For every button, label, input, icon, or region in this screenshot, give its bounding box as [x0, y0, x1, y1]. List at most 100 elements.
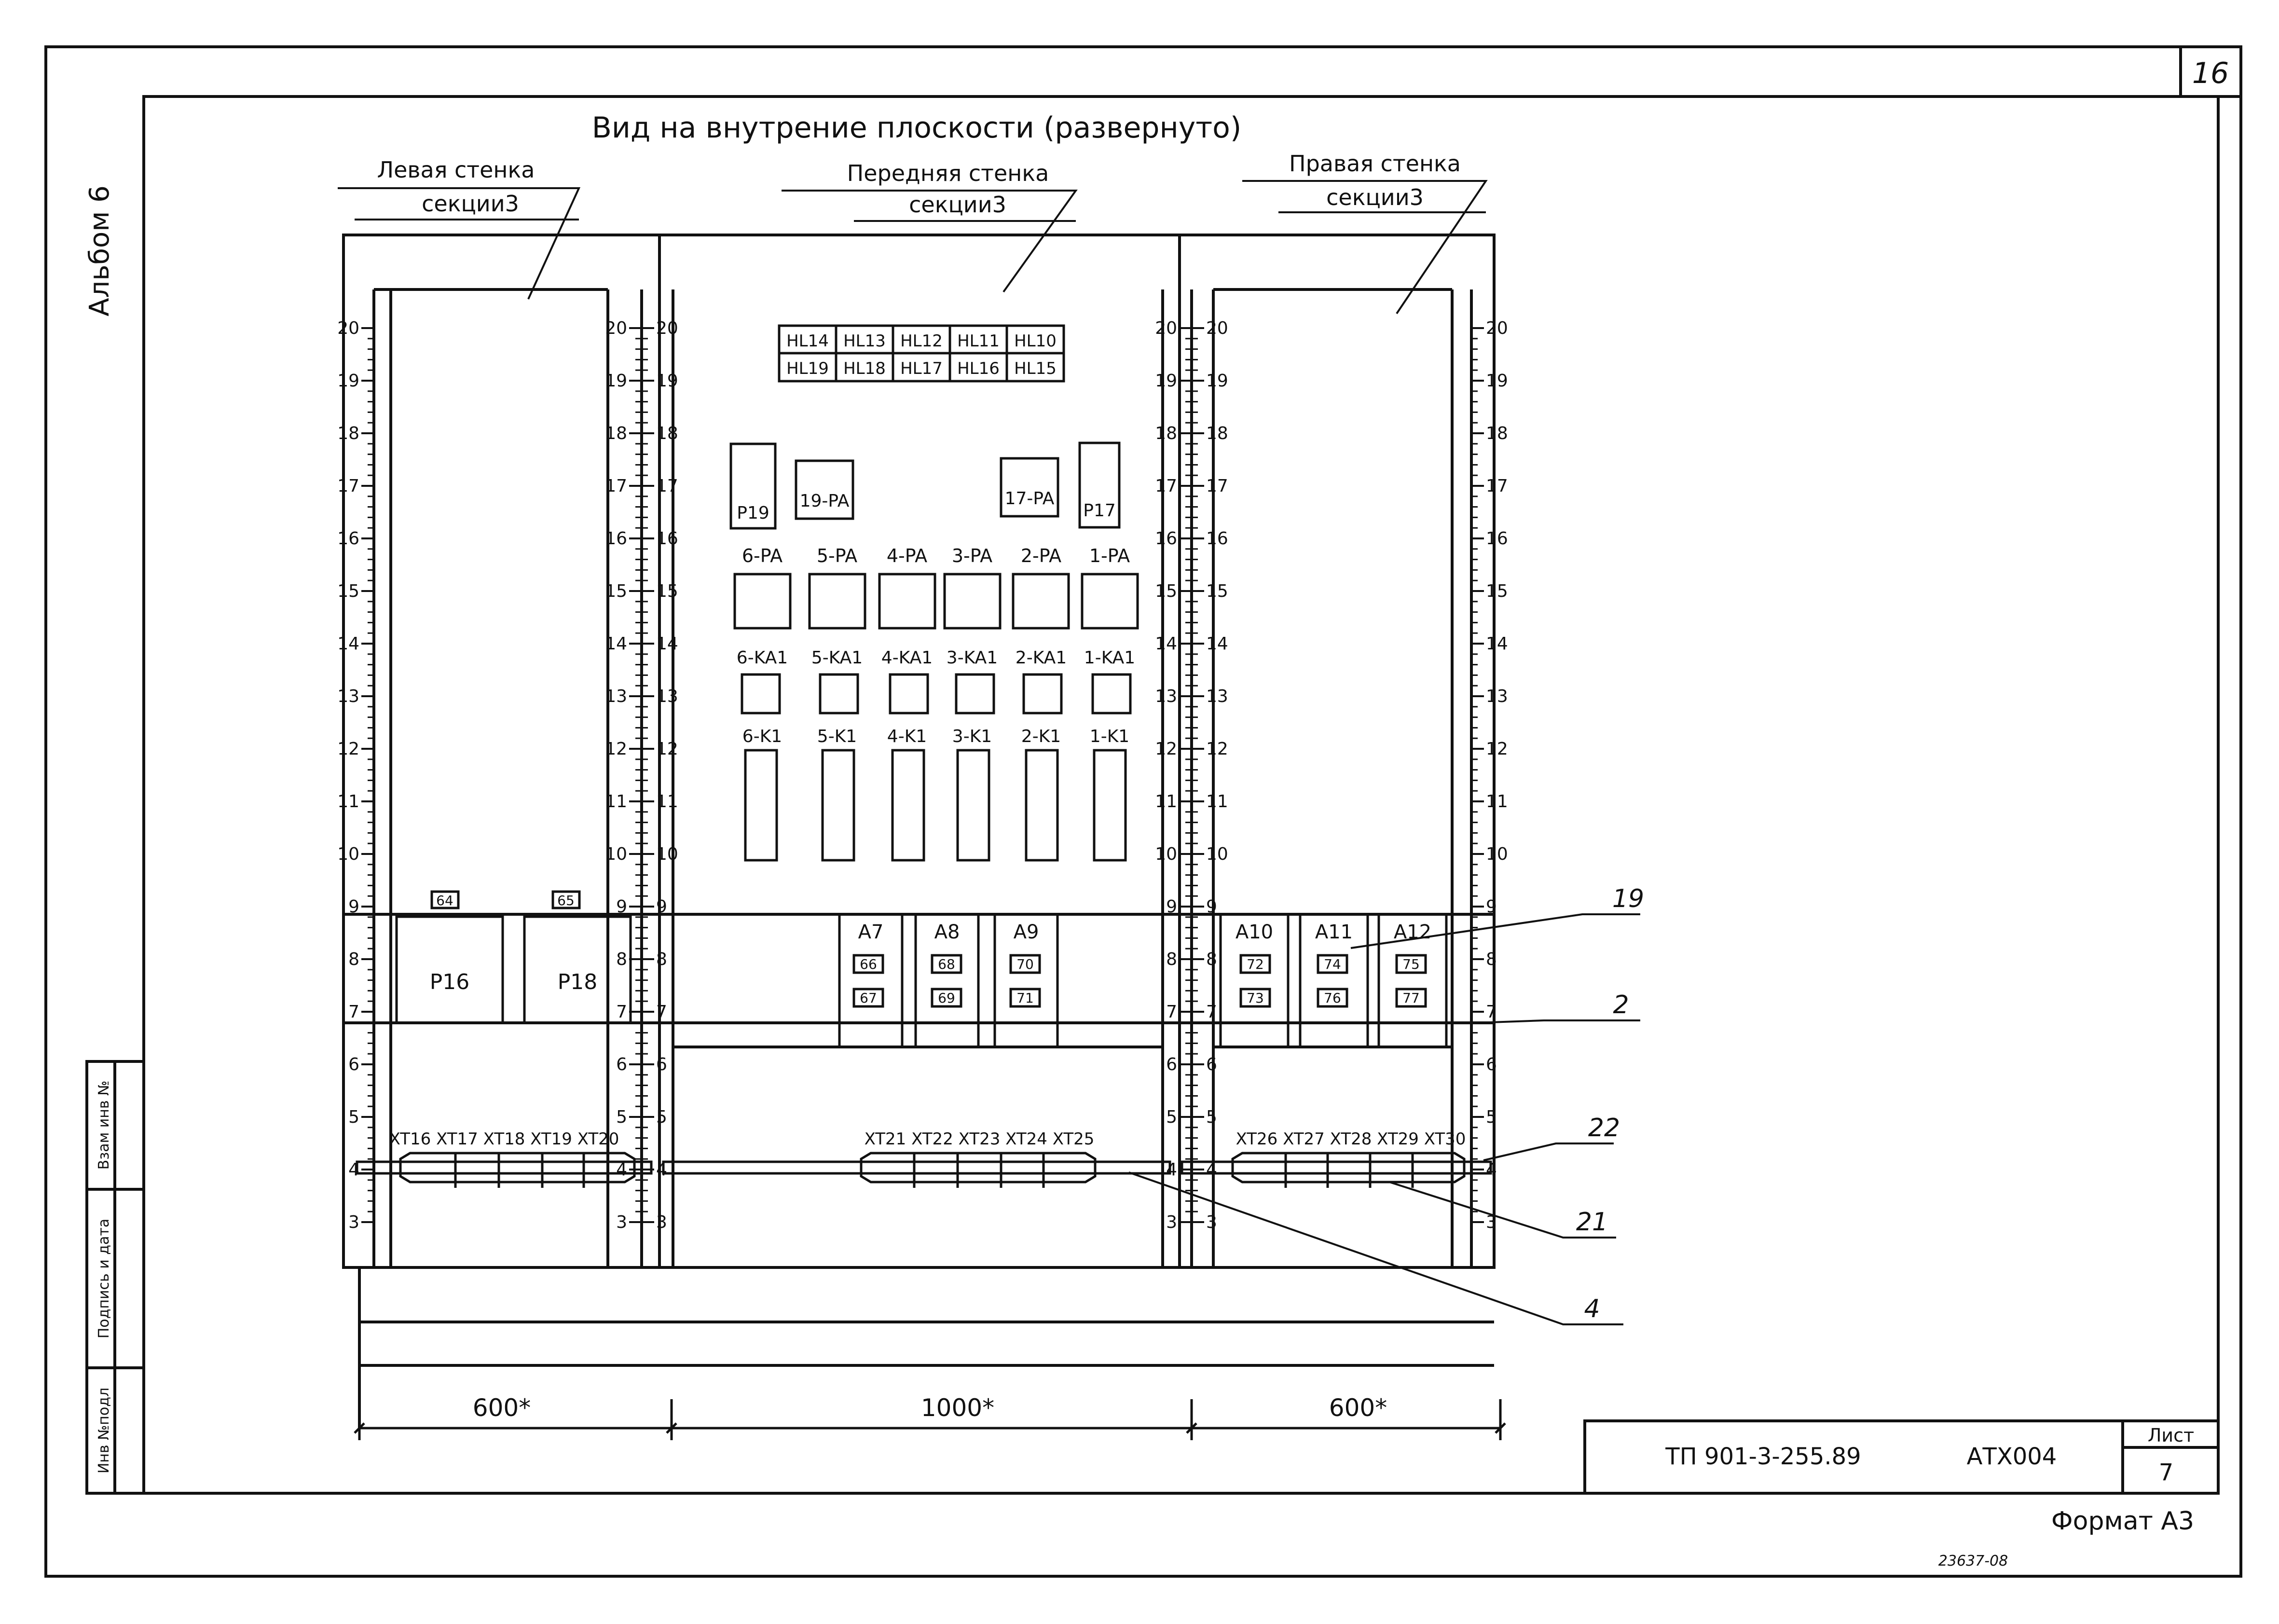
relay-p19-label: P19 — [737, 503, 769, 523]
ruler-label: 13 — [1206, 687, 1228, 706]
front-wall-section: секции3 — [909, 192, 1006, 218]
ruler-label: 4 — [616, 1160, 627, 1180]
ruler-label: 18 — [1206, 424, 1228, 443]
corner-box — [2179, 45, 2242, 98]
ruler-label: 6 — [656, 1055, 667, 1074]
ruler-label: 20 — [337, 318, 359, 338]
album-label: Альбом 6 — [84, 185, 115, 317]
k-1-label: 1-K1 — [1090, 727, 1129, 746]
ruler-label: 18 — [656, 424, 678, 443]
pa-6-label: 6-PA — [742, 545, 783, 566]
ruler-label: 11 — [605, 792, 627, 812]
ruler-label: 16 — [337, 529, 359, 549]
ruler-label: 17 — [656, 476, 678, 496]
ruler-label: 19 — [656, 371, 678, 391]
ruler-label: 12 — [337, 739, 359, 759]
bottom-stamp: 23637-08 — [1938, 1553, 2008, 1569]
ruler-label: 13 — [1486, 687, 1508, 706]
tag-70: 70 — [1016, 956, 1034, 972]
ruler-label: 6 — [1486, 1055, 1497, 1074]
ruler-label: 12 — [605, 739, 627, 759]
sheet-corner-number: 16 — [2192, 56, 2229, 90]
ruler-label: 8 — [1166, 950, 1177, 969]
ruler-label: 5 — [1166, 1107, 1177, 1127]
relay-p16: P16 — [430, 970, 470, 994]
tag-74: 74 — [1324, 956, 1341, 972]
ruler-label: 14 — [337, 634, 359, 654]
leader-lines — [1128, 913, 1640, 1325]
left-tag-65: 65 — [557, 893, 575, 908]
terminals-right: XT26 XT27 XT28 XT29 XT30 — [1236, 1129, 1466, 1149]
title-block-frame — [1583, 1419, 2220, 1495]
module-a10: A10 — [1236, 921, 1273, 943]
ruler-label: 9 — [1206, 897, 1217, 917]
relay-p17-box — [1078, 441, 1121, 529]
ruler-label: 11 — [337, 792, 359, 812]
doc-code: АТХ004 — [1967, 1443, 2057, 1470]
tag-68: 68 — [938, 956, 955, 972]
callout-21: 21 — [1576, 1208, 1608, 1237]
ruler-label: 8 — [656, 950, 667, 969]
ruler-label: 3 — [616, 1212, 627, 1232]
module-a9: A9 — [1014, 921, 1039, 943]
ruler-label: 12 — [656, 739, 678, 759]
ruler-label: 7 — [616, 1002, 627, 1022]
ruler-label: 8 — [1206, 950, 1217, 969]
ruler-label: 12 — [1486, 739, 1508, 759]
ka-1-label: 1-KA1 — [1084, 648, 1135, 668]
ruler-label: 11 — [1486, 792, 1508, 812]
format-label: Формат А3 — [2051, 1507, 2194, 1536]
relay-p18: P18 — [558, 970, 598, 994]
tag-67: 67 — [860, 990, 877, 1006]
ruler-label: 10 — [605, 844, 627, 864]
pa17-box — [1000, 457, 1059, 518]
callout-2: 2 — [1613, 991, 1629, 1019]
ruler-label: 14 — [1486, 634, 1508, 654]
k-5-label: 5-K1 — [817, 727, 857, 746]
ruler-label: 17 — [1206, 476, 1228, 496]
title-block: ТП 901-3-255.89 АТХ004 Лист 7 Формат А3 … — [1665, 1425, 2194, 1569]
pa19-label: 19-PA — [800, 491, 850, 511]
dimension-line — [354, 1399, 1506, 1440]
ruler-label: 20 — [1206, 318, 1228, 338]
ruler-label: 8 — [616, 950, 627, 969]
k-4-label: 4-K1 — [887, 727, 927, 746]
contactor-row: 6-K1 5-K1 4-K1 3-K1 2-K1 1-K1 — [742, 727, 1129, 862]
ruler-label: 13 — [656, 687, 678, 706]
ruler-label: 9 — [348, 897, 359, 917]
front-wall-caption: Передняя стенка — [847, 160, 1049, 186]
ka-6-label: 6-KA1 — [737, 648, 788, 668]
left-wall-relays: 64 65 P16 P18 — [395, 890, 632, 1024]
ruler-label: 16 — [1155, 529, 1177, 549]
hl-14: HL14 — [786, 331, 829, 351]
ruler-label: 18 — [605, 424, 627, 443]
ruler-label: 12 — [1206, 739, 1228, 759]
hl-18: HL18 — [843, 359, 886, 378]
ruler-label: 19 — [605, 371, 627, 391]
pa-2-label: 2-PA — [1021, 545, 1061, 566]
terminals-left: XT16 XT17 XT18 XT19 XT20 — [389, 1129, 619, 1149]
ruler-label: 11 — [1206, 792, 1228, 812]
ruler-label: 10 — [1155, 844, 1177, 864]
ruler-label: 15 — [1206, 581, 1228, 601]
ruler-label: 10 — [337, 844, 359, 864]
ruler-label: 16 — [1206, 529, 1228, 549]
ruler-label: 17 — [1486, 476, 1508, 496]
ruler-label: 7 — [656, 1002, 667, 1022]
tag-66: 66 — [860, 956, 877, 972]
ruler-label: 20 — [1486, 318, 1508, 338]
k-6-label: 6-K1 — [742, 727, 782, 746]
ruler-label: 15 — [605, 581, 627, 601]
din-rails — [356, 1152, 1492, 1188]
callout-19: 19 — [1612, 884, 1644, 913]
ruler-label: 3 — [348, 1212, 359, 1232]
ruler-label: 13 — [605, 687, 627, 706]
relay-p17-label: P17 — [1083, 501, 1116, 521]
terminals-front: XT21 XT22 XT23 XT24 XT25 — [865, 1129, 1095, 1149]
ruler-label: 5 — [656, 1107, 667, 1127]
tag-69: 69 — [938, 990, 955, 1006]
callout-22: 22 — [1588, 1114, 1620, 1142]
right-wall-section: секции3 — [1326, 184, 1424, 210]
ruler-label: 12 — [1155, 739, 1177, 759]
